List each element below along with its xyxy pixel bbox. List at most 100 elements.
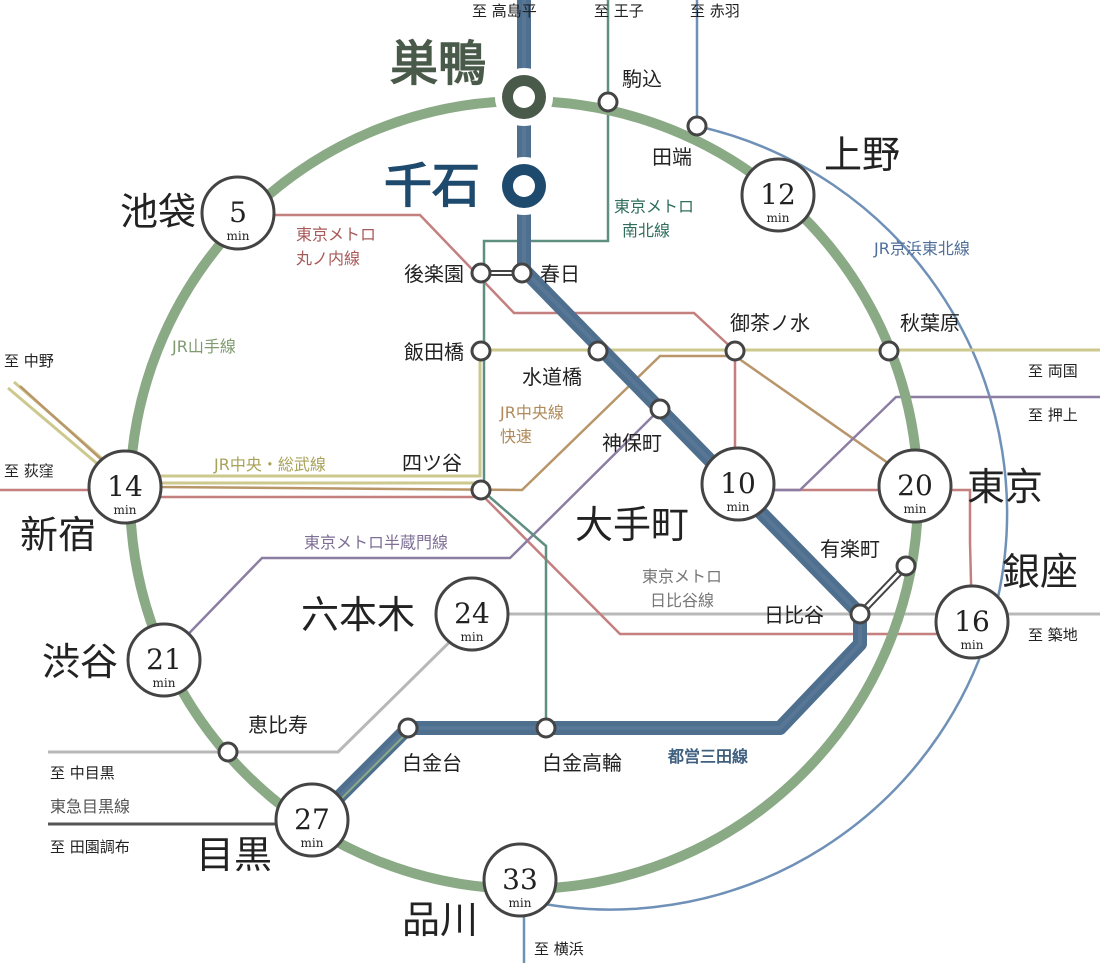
namboku-line-label-1: 東京メトロ — [614, 197, 694, 216]
yamanote-line-label: JR山手線 — [171, 337, 236, 356]
tabata-station-dot[interactable] — [686, 115, 708, 137]
hub-ueno[interactable]: 12 min — [740, 157, 816, 233]
ginza-label: 銀座 — [1002, 550, 1078, 594]
kasuga-label: 春日 — [540, 262, 580, 286]
yurakucho-station-dot[interactable] — [895, 555, 917, 577]
shirokanedai-label: 白金台 — [402, 751, 462, 775]
ginza-min-unit: min — [961, 638, 984, 652]
korakuen-station-dot[interactable] — [470, 262, 492, 284]
ueno-min-unit: min — [767, 211, 790, 225]
hub-shinjuku[interactable]: 14 min — [87, 449, 163, 525]
roppongi-label: 六本木 — [301, 593, 415, 637]
hibiya-line-label-2: 日比谷線 — [650, 591, 714, 610]
ochanomizu-label: 御茶ノ水 — [730, 311, 810, 335]
ginza-minutes: 16 — [954, 605, 990, 638]
hub-otemachi[interactable]: 10 min — [700, 446, 776, 522]
dest-ogikubo: 至 荻窪 — [4, 462, 54, 480]
dest-oji: 至 王子 — [594, 2, 644, 20]
shinjuku-min-unit: min — [114, 503, 137, 517]
marunouchi-line-label-2: 丸ノ内線 — [296, 249, 360, 268]
dest-oshiage: 至 押上 — [1028, 406, 1078, 424]
hub-ikebukuro[interactable]: 5 min — [200, 175, 276, 251]
hibiya-track — [48, 612, 1100, 754]
dest-denenchofu: 至 田園調布 — [50, 838, 130, 856]
otemachi-minutes: 10 — [720, 467, 756, 500]
ebisu-station-dot[interactable] — [217, 741, 239, 763]
shinagawa-minutes: 33 — [502, 863, 538, 896]
jimbocho-label: 神保町 — [602, 431, 662, 455]
shibuya-minutes: 21 — [146, 643, 182, 676]
tabata-label: 田端 — [652, 145, 692, 169]
ochanomizu-station-dot[interactable] — [724, 340, 746, 362]
hibiya-line-label-1: 東京メトロ — [642, 567, 722, 586]
roppongi-minutes: 24 — [454, 597, 490, 630]
ueno-label: 上野 — [824, 133, 900, 177]
tokyu-meguro-line-label: 東急目黒線 — [50, 797, 130, 816]
otemachi-min-unit: min — [727, 500, 750, 514]
yotsuya-station-dot[interactable] — [470, 479, 492, 501]
dest-takashimadaira: 至 高島平 — [472, 2, 537, 20]
jimbocho-station-dot[interactable] — [649, 398, 671, 420]
yotsuya-label: 四ツ谷 — [402, 451, 462, 475]
shirokane-takanawa-station-dot[interactable] — [535, 717, 557, 739]
shinjuku-minutes: 14 — [107, 470, 143, 503]
korakuen-label: 後楽園 — [404, 262, 464, 286]
chuo-sobu-line-label: JR中央・総武線 — [213, 455, 326, 474]
suidobashi-station-dot[interactable] — [587, 340, 609, 362]
meguro-label: 目黒 — [196, 833, 272, 877]
komagome-label: 駒込 — [622, 67, 662, 91]
akihabara-station-dot[interactable] — [878, 340, 900, 362]
akihabara-label: 秋葉原 — [900, 311, 960, 335]
meguro-min-unit: min — [301, 836, 324, 850]
hub-tokyo[interactable]: 20 min — [877, 448, 953, 524]
ikebukuro-min-unit: min — [227, 229, 250, 243]
shinagawa-min-unit: min — [509, 896, 532, 910]
dest-nakameguro: 至 中目黒 — [50, 764, 115, 782]
hub-shibuya[interactable]: 21 min — [126, 622, 202, 698]
otemachi-label: 大手町 — [575, 503, 689, 547]
hub-meguro[interactable]: 27 min — [274, 782, 350, 858]
chuo-rapid-line-label-1: JR中央線 — [499, 403, 564, 422]
iidabashi-station-dot[interactable] — [470, 340, 492, 362]
sengoku-station-marker[interactable] — [495, 157, 553, 215]
ikebukuro-label: 池袋 — [120, 190, 196, 234]
sugamo-label: 巣鴨 — [390, 36, 486, 92]
namboku-track — [482, 0, 610, 728]
hub-roppongi[interactable]: 24 min — [434, 576, 510, 652]
marunouchi-line-label-1: 東京メトロ — [296, 225, 376, 244]
hanzomon-line-label: 東京メトロ半蔵門線 — [304, 533, 448, 552]
iidabashi-label: 飯田橋 — [404, 340, 464, 364]
yurakucho-label: 有楽町 — [820, 537, 880, 561]
roppongi-min-unit: min — [461, 630, 484, 644]
hub-shinagawa[interactable]: 33 min — [482, 842, 558, 918]
ebisu-label: 恵比寿 — [248, 713, 308, 737]
dest-yokohama: 至 横浜 — [534, 940, 584, 958]
shibuya-min-unit: min — [153, 676, 176, 690]
sugamo-station-marker[interactable] — [495, 68, 553, 126]
shirokane-takanawa-label: 白金高輪 — [542, 751, 622, 775]
hibiya-station-dot[interactable] — [849, 603, 871, 625]
suidobashi-label: 水道橋 — [522, 365, 582, 389]
shirokanedai-station-dot[interactable] — [397, 717, 419, 739]
chuo-rapid-line-label-2: 快速 — [500, 427, 532, 446]
shibuya-label: 渋谷 — [42, 640, 118, 684]
dest-nakano: 至 中野 — [4, 352, 54, 370]
mita-line-label: 都営三田線 — [667, 747, 748, 766]
sengoku-label: 千石 — [384, 158, 480, 214]
keihin-tohoku-line-label: JR京浜東北線 — [873, 239, 970, 258]
tokyo-minutes: 20 — [897, 469, 933, 502]
dest-tsukiji: 至 築地 — [1028, 626, 1078, 644]
hibiya-label: 日比谷 — [764, 603, 824, 627]
dest-ryogoku: 至 両国 — [1028, 362, 1078, 380]
kasuga-station-dot[interactable] — [511, 262, 533, 284]
ueno-minutes: 12 — [760, 178, 796, 211]
ikebukuro-minutes: 5 — [229, 196, 247, 229]
komagome-station-dot[interactable] — [597, 91, 619, 113]
meguro-minutes: 27 — [294, 803, 330, 836]
shinagawa-label: 品川 — [402, 898, 478, 942]
namboku-line-label-2: 南北線 — [622, 221, 670, 240]
tokyo-min-unit: min — [904, 502, 927, 516]
hub-ginza[interactable]: 16 min — [934, 584, 1010, 660]
